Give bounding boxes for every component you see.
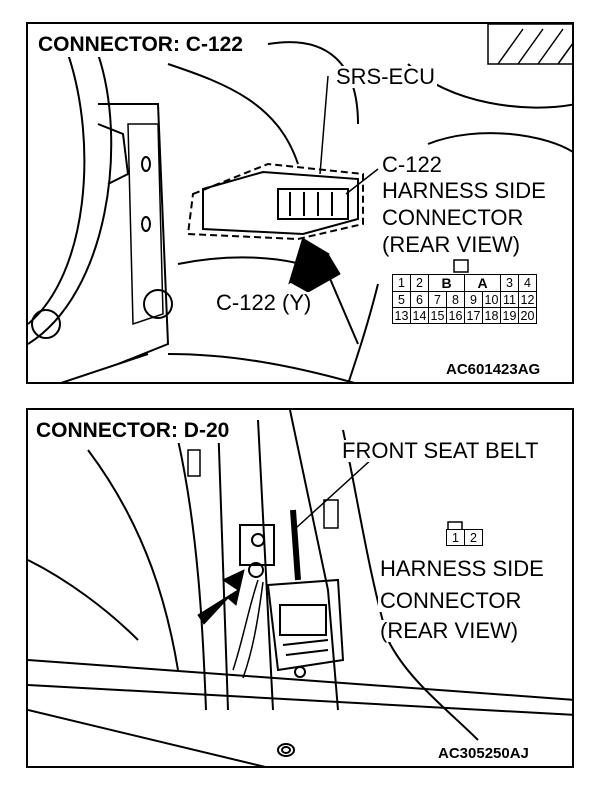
pin-cell: 4 (518, 274, 537, 292)
pin-cell: 12 (518, 291, 537, 308)
front-seat-belt-leader (295, 457, 374, 529)
connector-c122-panel: CONNECTOR: C-122 SRS-ECU C-122 HARNESS S… (26, 22, 574, 384)
front-seat-belt-label: FRONT SEAT BELT (340, 438, 541, 463)
pin-cell: 14 (410, 307, 429, 324)
panel-title: CONNECTOR: C-122 (34, 32, 247, 57)
pin-cell: 7 (428, 291, 447, 308)
pin-cell: 9 (464, 291, 483, 308)
hatched-area (487, 24, 572, 65)
harness-side-label: HARNESS SIDE (380, 178, 548, 203)
c122-leader (345, 168, 379, 195)
diagram-code: AC305250AJ (438, 745, 529, 762)
pin-row-3: 13 14 15 16 17 18 19 20 (392, 307, 537, 324)
srs-ecu-leader (319, 75, 329, 175)
seat-belt-retractor (266, 509, 345, 678)
pin-cell: 10 (482, 291, 501, 308)
pin-cell: 8 (446, 291, 465, 308)
connector-label: CONNECTOR (380, 205, 526, 230)
connector-id-label: C-122 (380, 152, 444, 177)
connector-pin-grid: 1 2 (446, 529, 483, 546)
pin-row-1: 1 2 B A 3 4 (392, 274, 537, 292)
pin-cell: 2 (464, 529, 483, 546)
srs-ecu-unit (186, 162, 364, 241)
pin-row-1: 1 2 (446, 529, 483, 546)
connector-label: CONNECTOR (378, 588, 524, 613)
pin-cell: 13 (392, 307, 411, 324)
pin-cell: 20 (518, 307, 537, 324)
pin-cell: 1 (446, 529, 465, 546)
connector-color-label: C-122 (Y) (214, 290, 314, 315)
pin-cell: 19 (500, 307, 519, 324)
seat-belt-drawing (28, 410, 572, 766)
rear-view-label: (REAR VIEW) (378, 618, 521, 643)
pin-cell: 17 (464, 307, 483, 324)
pin-cell: 18 (482, 307, 501, 324)
pin-cell: 11 (500, 291, 519, 308)
d20-connector (232, 524, 275, 679)
pin-cell: 5 (392, 291, 411, 308)
harness-side-label: HARNESS SIDE (378, 556, 546, 581)
pointer-arrow (197, 569, 245, 625)
pin-cell: A (464, 274, 501, 292)
rear-view-label: (REAR VIEW) (380, 232, 523, 257)
connector-latch (453, 259, 469, 273)
srs-ecu-label: SRS-ECU (334, 64, 438, 89)
pin-cell: 3 (500, 274, 519, 292)
vehicle-interior-drawing (28, 24, 572, 382)
panel-title: CONNECTOR: D-20 (32, 418, 234, 443)
pin-cell: 1 (392, 274, 411, 292)
pin-cell: 6 (410, 291, 429, 308)
pin-cell: B (428, 274, 465, 292)
connector-d20-panel: CONNECTOR: D-20 FRONT SEAT BELT HARNESS … (26, 408, 574, 768)
pin-row-2: 5 6 7 8 9 10 11 12 (392, 291, 537, 308)
pin-cell: 16 (446, 307, 465, 324)
connector-pin-grid: 1 2 B A 3 4 5 6 7 8 9 10 11 12 13 14 15 … (392, 274, 537, 324)
diagram-code: AC601423AG (446, 361, 541, 378)
pin-cell: 2 (410, 274, 429, 292)
pin-cell: 15 (428, 307, 447, 324)
